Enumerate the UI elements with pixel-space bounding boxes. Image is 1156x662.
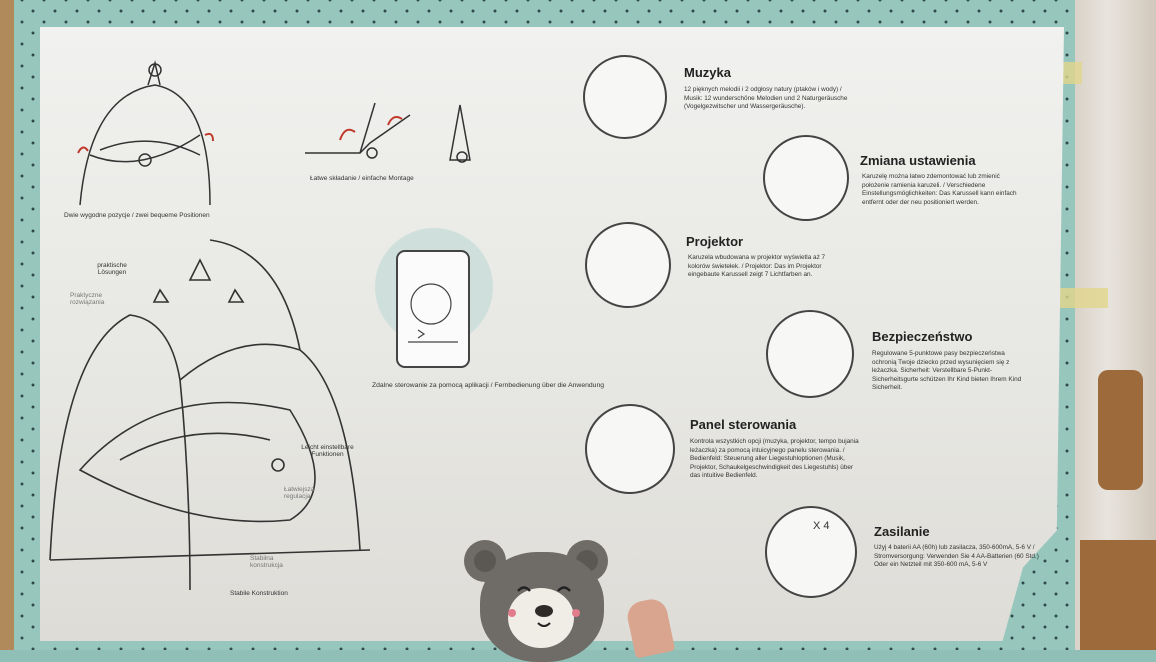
caption-practical: praktische Lösungen (97, 262, 127, 276)
caption-stable: Stabile Konstruktion (230, 590, 288, 597)
feature-description: Użyj 4 baterii AA (60h) lub zasilacza, 3… (874, 544, 1039, 569)
tape-strip (1050, 288, 1108, 308)
feature-title: Panel sterowania (690, 417, 797, 432)
caption-app: Zdalne sterowanie za pomocą aplikacji / … (372, 382, 605, 389)
projector-icon (585, 222, 671, 308)
phone-app-illustration (396, 250, 470, 368)
bear-features-icon (508, 586, 580, 627)
feature-description: Karuzela wbudowana w projektor wyświetla… (688, 254, 826, 279)
feature-description: Karuzelę można łatwo zdemontować lub zmi… (862, 173, 1017, 206)
box-label-panel (40, 27, 1064, 641)
feature-title: Muzyka (684, 65, 731, 80)
caption-adjustable: Leicht einstellbare Funktionen (301, 444, 354, 458)
music-icon (583, 55, 667, 139)
feature-title: Bezpieczeństwo (872, 329, 973, 344)
feature-title: Projektor (686, 234, 744, 249)
feature-description: 12 pięknych melodii i 2 odgłosy natury (… (684, 86, 848, 111)
caption-positions: Dwie wygodne pozycje / zwei bequeme Posi… (64, 212, 210, 219)
feature-title: Zmiana ustawienia (860, 153, 976, 168)
feature-title: Zasilanie (874, 524, 930, 539)
carousel-arm-icon (763, 135, 849, 221)
battery-icon: X 4 (765, 506, 857, 598)
caption-practical-pl: Praktyczne rozwiązania (70, 292, 105, 306)
feature-description: Kontrola wszystkich opcji (muzyka, proje… (690, 438, 859, 480)
swing-positions-illustration (77, 60, 214, 206)
folding-illustration (305, 102, 471, 163)
feature-description: Regulowane 5-punktowe pasy bezpieczeństw… (872, 350, 1022, 392)
battery-count: X 4 (813, 520, 830, 532)
torn-cardboard (1098, 370, 1143, 490)
harness-icon (766, 310, 854, 398)
bear-face (508, 588, 574, 648)
app-controls-icon (408, 283, 458, 343)
torn-cardboard-bottom (1080, 540, 1156, 650)
caption-folding: Łatwe składanie / einfache Montage (310, 175, 414, 182)
baby-swing-main-illustration (49, 239, 371, 591)
cardboard-edge-left (0, 0, 14, 650)
caption-stable-pl: Stabilna konstrukcja (250, 555, 283, 569)
bear-ear-inner (474, 550, 496, 572)
control-panel-icon (585, 404, 675, 494)
caption-adjustment-pl: Łatwiejsza regulacja (284, 486, 315, 500)
